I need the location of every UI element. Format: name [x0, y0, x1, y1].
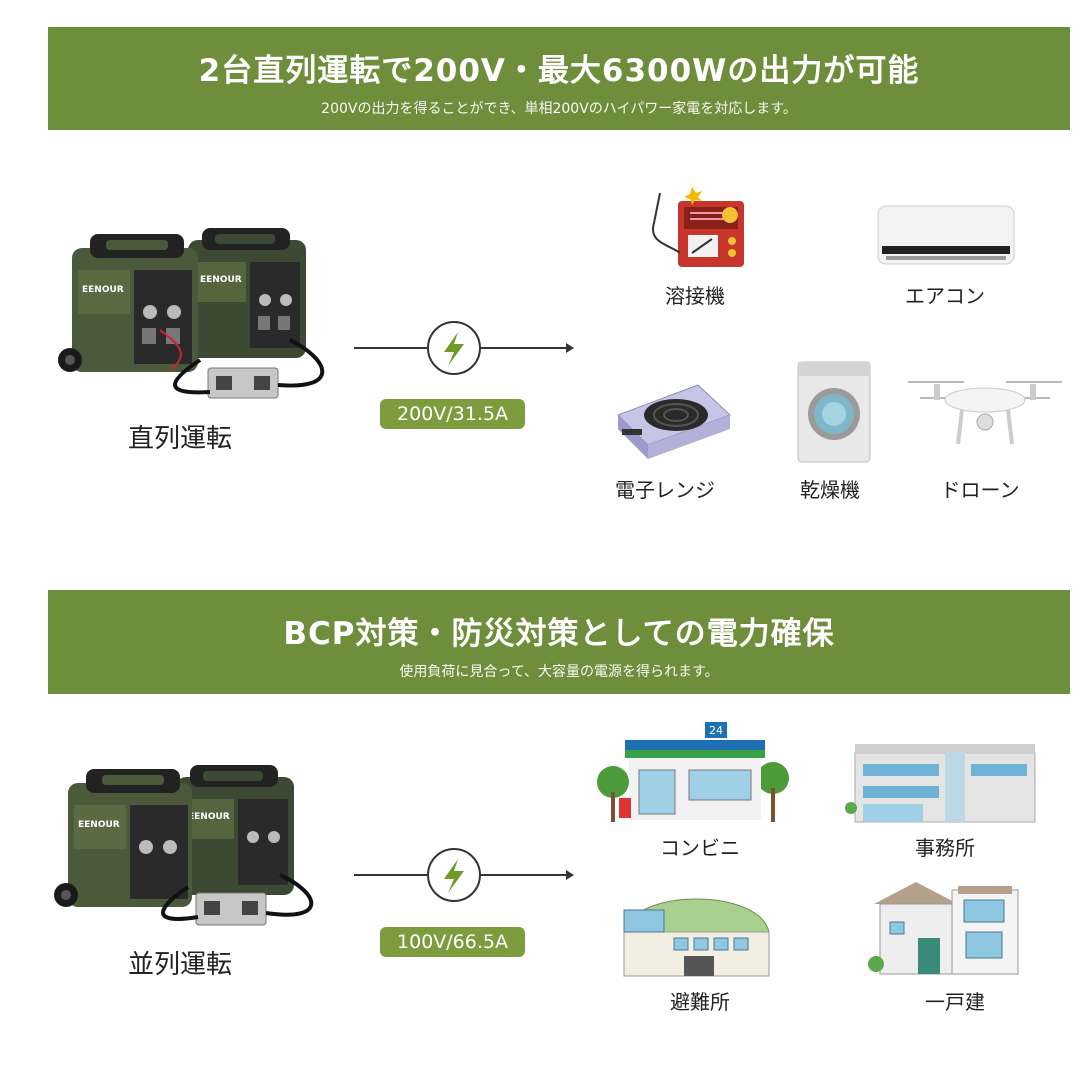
svg-text:EENOUR: EENOUR — [200, 275, 242, 285]
section2-subtitle: 使用負荷に見合って、大容量の電源を得られます。 — [399, 664, 719, 680]
facility-label-convenience-store: コンビニ — [660, 836, 740, 860]
bolt-icon — [444, 859, 464, 893]
parallel-spec-badge: 100V/66.5A — [380, 927, 525, 957]
welder-icon — [651, 187, 744, 267]
flow-arrow — [354, 848, 574, 902]
appliance-label-dryer: 乾燥機 — [800, 478, 860, 502]
appliance-label-microwave: 電子レンジ — [615, 478, 715, 502]
facility-label-house: 一戸建 — [925, 990, 985, 1014]
svg-text:EENOUR: EENOUR — [82, 285, 124, 295]
office-building-icon — [845, 744, 1036, 823]
bolt-icon — [444, 332, 464, 366]
svg-text:24: 24 — [709, 724, 723, 737]
series-mode-label: 直列運転 — [128, 424, 233, 454]
house-icon — [868, 882, 1019, 975]
induction-cooker-icon — [617, 384, 731, 459]
flow-arrow — [354, 321, 574, 375]
appliance-label-welder: 溶接機 — [665, 284, 725, 308]
appliance-label-air-conditioner: エアコン — [905, 284, 985, 308]
parallel-mode-label: 並列運転 — [128, 950, 233, 980]
appliance-label-drone: ドローン — [940, 478, 1020, 502]
section1-title: 2台直列運転で200V・最大6300Wの出力が可能 — [198, 53, 920, 89]
generator-icon: EENOUR EENOUR — [54, 765, 314, 926]
section1-subtitle: 200Vの出力を得ることができ、単相200Vのハイパワー家電を対応します。 — [321, 101, 797, 117]
facility-label-office: 事務所 — [915, 836, 975, 860]
svg-text:EENOUR: EENOUR — [78, 820, 120, 830]
air-conditioner-icon — [877, 205, 1015, 265]
drone-icon — [908, 381, 1062, 445]
svg-text:EENOUR: EENOUR — [188, 812, 230, 822]
convenience-store-icon: 24 — [597, 722, 789, 822]
dryer-icon — [797, 361, 871, 463]
generator-icon: EENOUR EENOUR — [58, 228, 325, 399]
shelter-icon — [623, 898, 770, 977]
series-spec-badge: 200V/31.5A — [380, 399, 525, 429]
section1-banner: 2台直列運転で200V・最大6300Wの出力が可能 200Vの出力を得ることがで… — [48, 27, 1070, 130]
section2-title: BCP対策・防災対策としての電力確保 — [283, 616, 835, 652]
section2-banner: BCP対策・防災対策としての電力確保 使用負荷に見合って、大容量の電源を得られま… — [48, 590, 1070, 694]
facility-label-shelter: 避難所 — [670, 990, 730, 1014]
